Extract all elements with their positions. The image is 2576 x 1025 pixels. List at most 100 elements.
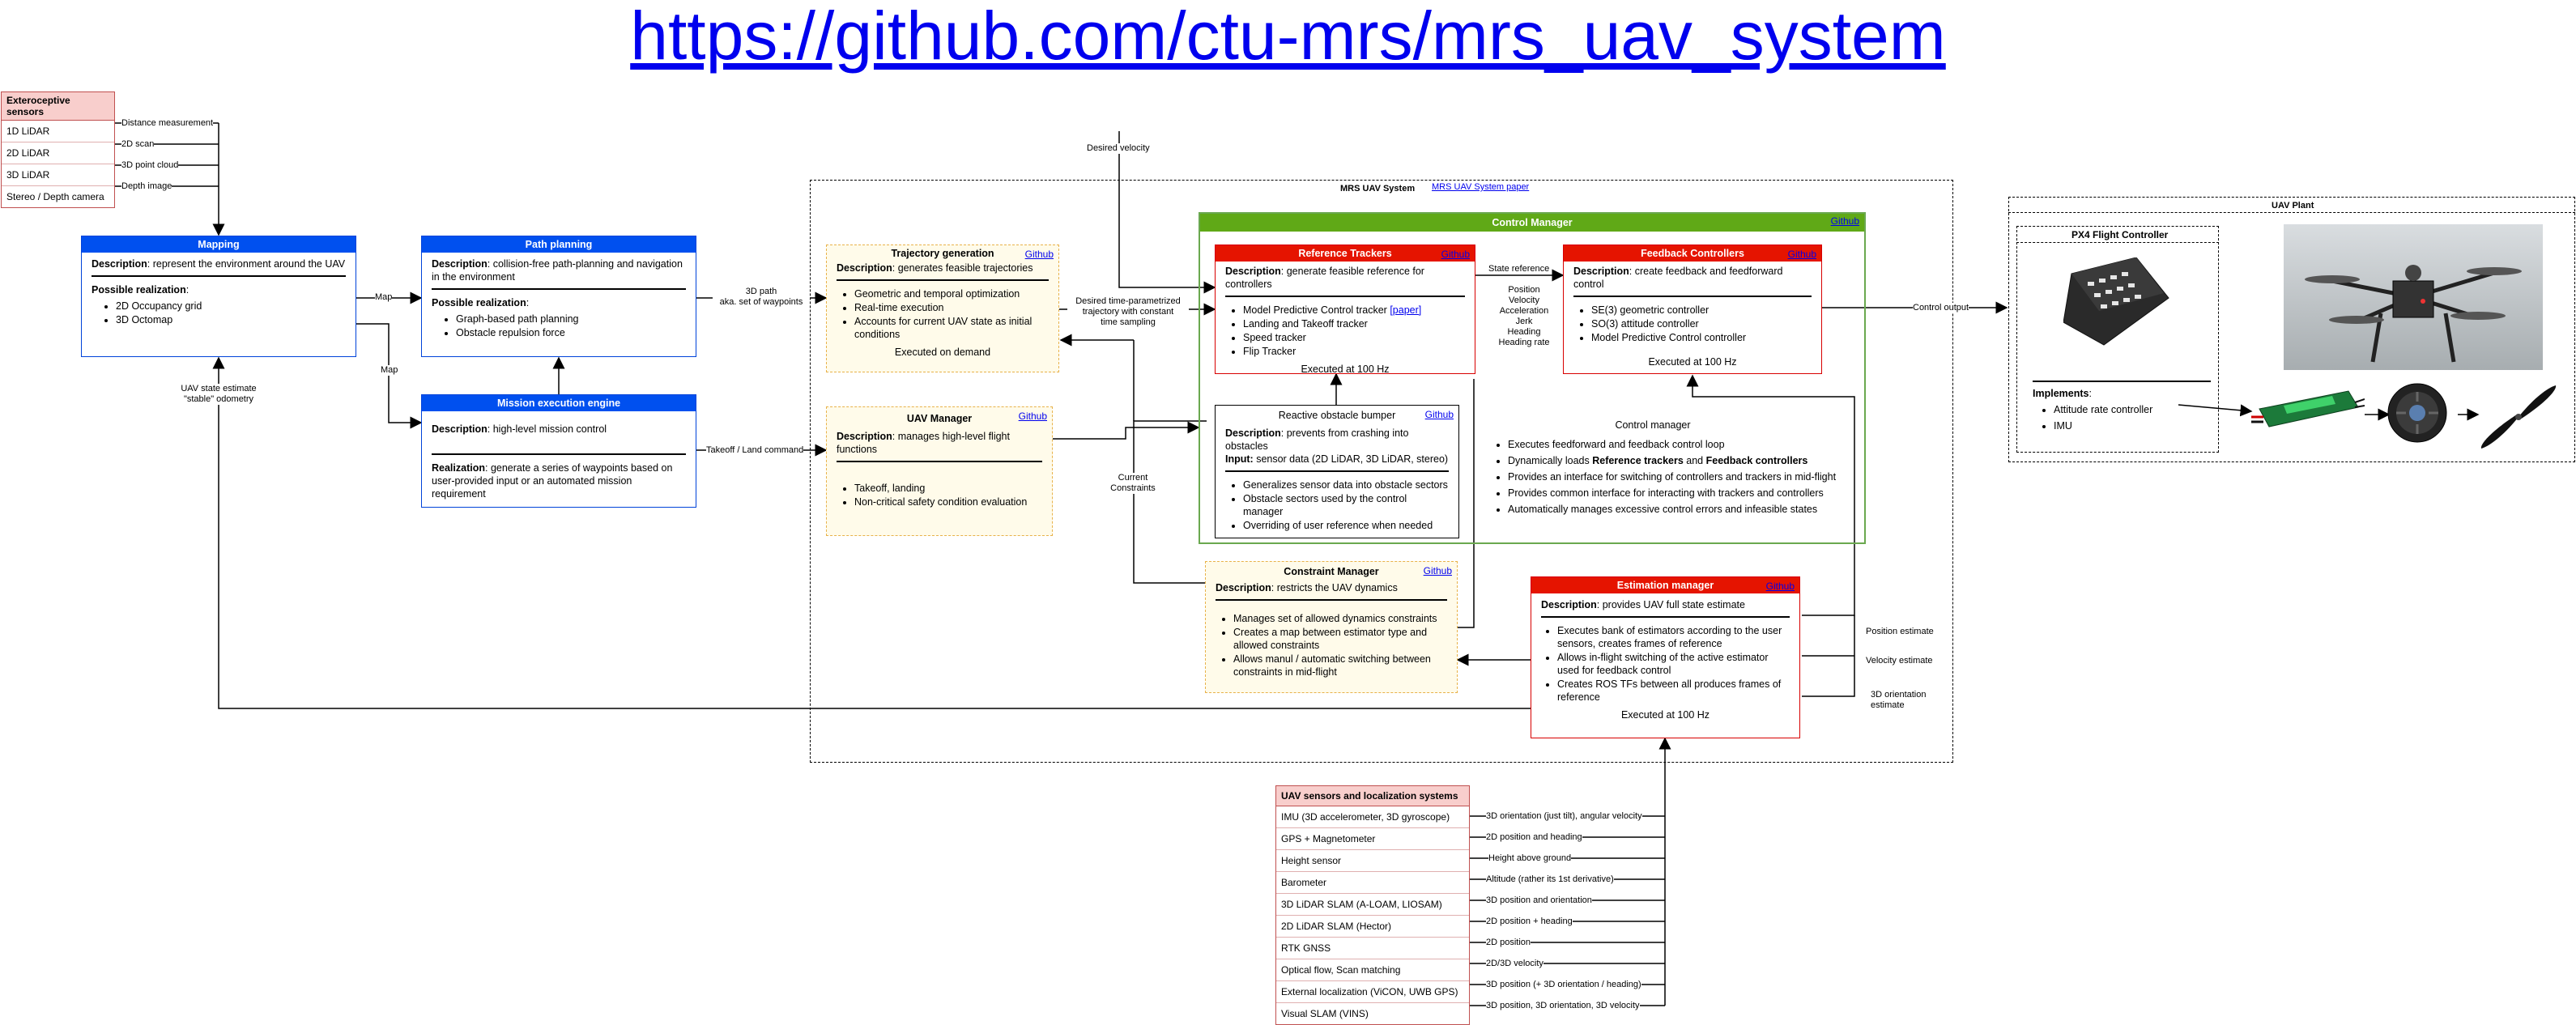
uav-manager-item: Takeoff, landing [854,482,1042,495]
mpc-paper-link[interactable]: [paper] [1390,304,1422,316]
edge-label-3d-path: 3D path aka. set of waypoints [713,287,810,308]
trajectory-github-link[interactable]: Github [1024,249,1054,260]
reference-tracker-item: Speed tracker [1243,331,1465,344]
estimation-manager-item: Allows in-flight switching of the active… [1557,651,1790,677]
uav-manager-github-link[interactable]: Github [1018,410,1047,422]
estimation-manager-title: Estimation manager [1531,577,1799,593]
obstacle-bumper-title: Reactive obstacle bumper [1278,410,1396,421]
sensor-edge-label: 3D orientation (just tilt), angular velo… [1486,811,1642,822]
reference-tracker-item: Flip Tracker [1243,345,1465,358]
edge-label-2d-scan: 2D scan [121,139,155,150]
constraint-manager-item: Creates a map between estimator type and… [1233,626,1447,652]
sensor-row: IMU (3D accelerometer, 3D gyroscope) [1276,806,1469,828]
sensor-row: Visual SLAM (VINS) [1281,1008,1369,1019]
px4-title: PX4 Flight Controller [2071,229,2169,240]
sensor-3d-lidar: 3D LiDAR [2,164,114,186]
control-manager-item: Dynamically loads Reference trackers and… [1508,453,1851,469]
control-manager-description: Control manager Executes feedforward and… [1495,417,1851,517]
edge-label-position-estimate: Position estimate [1866,627,1934,637]
edge-label-takeoff: Takeoff / Land command [706,445,804,456]
propeller-icon [2480,385,2557,449]
edge-label-desired-trajectory: Desired time-parametrized trajectory wit… [1067,296,1189,328]
control-manager-subtitle: Control manager [1615,419,1691,431]
trajectory-item: Real-time execution [854,301,1049,314]
feedback-controllers-title: Feedback Controllers [1564,245,1821,262]
uav-manager-item: Non-critical safety condition evaluation [854,495,1042,508]
px4-implements-item: IMU [2054,418,2211,434]
obstacle-bumper-github-link[interactable]: Github [1424,409,1454,420]
edge-label-orientation-estimate: 3D orientation estimate [1871,690,1927,711]
esc-icon [2251,390,2365,427]
mission-realization: : generate a series of waypoints based o… [432,462,673,500]
trajectory-item: Accounts for current UAV state as initia… [854,315,1049,341]
reference-trackers-desc: : generate feasible reference for contro… [1225,266,1424,290]
mapping-desc: : represent the environment around the U… [147,258,346,270]
estimation-manager-github-link[interactable]: Github [1765,581,1795,592]
feedback-controllers-box: Feedback Controllers Github Description:… [1563,245,1822,374]
edge-label-uav-state: UAV state estimate "stable" odometry [170,384,267,405]
reference-trackers-footer: Executed at 100 Hz [1301,364,1390,375]
path-planning-item: Graph-based path planning [456,313,686,325]
sensor-edge-label: Height above ground [1488,853,1572,864]
reference-trackers-github-link[interactable]: Github [1441,249,1470,260]
constraint-manager-desc: : restricts the UAV dynamics [1271,582,1398,593]
obstacle-bumper-input: sensor data (2D LiDAR, 3D LiDAR, stereo) [1253,453,1449,465]
motor-icon [2387,383,2447,443]
obstacle-bumper-item: Generalizes sensor data into obstacle se… [1243,478,1449,491]
control-manager-github-link[interactable]: Github [1830,215,1859,227]
feedback-controllers-footer: Executed at 100 Hz [1648,356,1737,368]
exteroceptive-title: Exteroceptive sensors [2,92,114,121]
mapping-desc-label: Description [92,258,147,270]
sensor-edge-label: Altitude (rather its 1st derivative) [1486,874,1614,885]
sensor-edge-label: 3D position (+ 3D orientation / heading) [1486,980,1641,990]
sensor-row: Barometer [1276,872,1469,894]
edge-label-velocity-estimate: Velocity estimate [1866,656,1933,666]
constraint-manager-title: Constraint Manager [1284,566,1379,577]
reference-trackers-box: Reference Trackers Github Description: g… [1215,245,1475,375]
control-manager-item: Provides common interface for interactin… [1508,485,1851,501]
mapping-title: Mapping [82,236,356,253]
trajectory-desc: : generates feasible trajectories [892,262,1033,274]
sensor-edge-label: 2D/3D velocity [1486,959,1543,969]
path-planning-desc: : collision-free path-planning and navig… [432,258,683,283]
edge-label-control-output: Control output [1913,303,1969,313]
trajectory-item: Geometric and temporal optimization [854,287,1049,300]
sensor-edge-label: 2D position + heading [1486,917,1573,927]
reference-tracker-item: Landing and Takeoff tracker [1243,317,1465,330]
feedback-controllers-desc: : create feedback and feedforward contro… [1573,266,1783,290]
edge-label-3d-cloud: 3D point cloud [121,160,179,171]
uav-manager-desc: : manages high-level flight functions [837,431,1010,455]
repository-link[interactable]: https://github.com/ctu-mrs/mrs_uav_syste… [630,0,1946,74]
sensor-row: 2D LiDAR SLAM (Hector) [1276,916,1469,938]
sensor-row: 3D LiDAR SLAM (A-LOAM, LIOSAM) [1276,894,1469,916]
sensor-edge-label: 3D position and orientation [1486,895,1592,906]
edge-label-state-reference: State reference [1488,264,1550,274]
control-manager-title: Control Manager [1200,214,1864,232]
path-planning-box: Path planning Description: collision-fre… [421,236,696,357]
sensor-edge-label: 2D position [1486,938,1531,948]
mission-title: Mission execution engine [422,395,696,411]
estimation-manager-item: Creates ROS TFs between all produces fra… [1557,678,1790,704]
control-manager-item: Automatically manages excessive control … [1508,501,1851,517]
mission-engine-box: Mission execution engine Description: hi… [421,394,696,508]
sensor-row: GPS + Magnetometer [1276,828,1469,850]
edge-label-current-constraints: Current Constraints [1105,473,1161,494]
mapping-item: 2D Occupancy grid [116,300,346,313]
mission-desc: : high-level mission control [487,423,607,435]
exteroceptive-sensors-panel: Exteroceptive sensors 1D LiDAR 2D LiDAR … [1,91,115,208]
px4-board-icon [2063,257,2169,346]
obstacle-bumper-item: Obstacle sectors used by the control man… [1243,492,1449,518]
edge-label-distance: Distance measurement [121,118,214,129]
path-planning-title: Path planning [422,236,696,253]
mrs-system-paper-link[interactable]: MRS UAV System paper [1432,182,1530,193]
mapping-item: 3D Octomap [116,313,346,326]
path-planning-item: Obstacle repulsion force [456,326,686,339]
edge-label-depth: Depth image [121,181,172,192]
uav-manager-title: UAV Manager [906,413,973,424]
feedback-controllers-github-link[interactable]: Github [1787,249,1816,260]
px4-implements: Implements: Attitude rate controller IMU [2033,381,2211,434]
edge-label-desired-velocity: Desired velocity [1087,143,1150,154]
sensor-row: Height sensor [1276,850,1469,872]
constraint-manager-github-link[interactable]: Github [1423,565,1452,576]
